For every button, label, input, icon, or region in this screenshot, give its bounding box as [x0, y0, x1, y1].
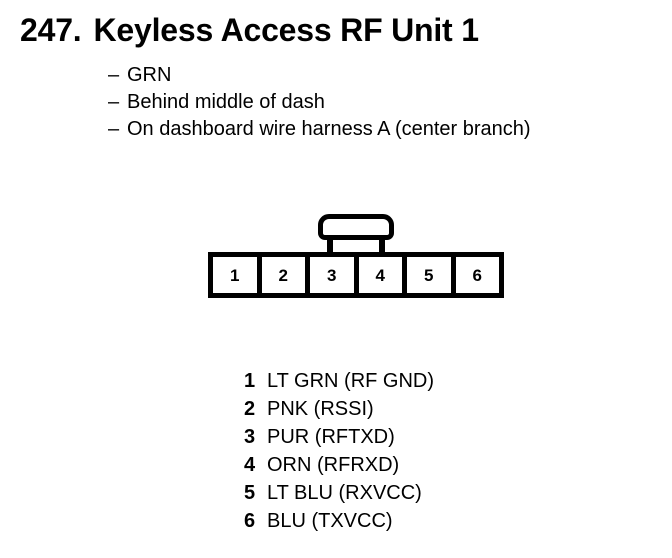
note-item: – Behind middle of dash	[108, 89, 648, 116]
pin-legend-label: PUR (RFTXD)	[267, 426, 395, 448]
pin-legend-label: ORN (RFRXD)	[267, 454, 400, 476]
pin-legend-number: 4	[244, 454, 256, 476]
pin-legend-number: 5	[244, 482, 256, 504]
pin-legend-row: 5 LT BLU (RXVCC)	[244, 479, 434, 507]
pin-legend-row: 2 PNK (RSSI)	[244, 395, 434, 423]
connector-pin-cell: 5	[407, 257, 451, 293]
connector-diagram: 1 2 3 4 5 6	[208, 214, 504, 298]
pin-legend-row: 4 ORN (RFRXD)	[244, 451, 434, 479]
pin-legend-number: 6	[244, 510, 256, 532]
connector-body: 1 2 3 4 5 6	[208, 252, 504, 298]
connector-pin-cell: 2	[261, 257, 305, 293]
pin-legend-row: 6 BLU (TXVCC)	[244, 507, 434, 535]
page-title-number: 247.	[20, 12, 82, 48]
latch-neck-right	[379, 235, 385, 255]
note-item: – On dashboard wire harness A (center br…	[108, 116, 648, 143]
dash-icon: –	[108, 64, 120, 86]
pin-legend-row: 3 PUR (RFTXD)	[244, 423, 434, 451]
connector-pin-cell: 6	[455, 257, 499, 293]
connector-pin-cell: 1	[213, 257, 257, 293]
page-title: 247. Keyless Access RF Unit 1	[20, 11, 479, 49]
pin-legend-row: 1 LT GRN (RF GND)	[244, 367, 434, 395]
pin-legend-label: LT BLU (RXVCC)	[267, 482, 422, 504]
pin-legend-number: 2	[244, 398, 256, 420]
note-text: Behind middle of dash	[127, 91, 325, 113]
pin-legend: 1 LT GRN (RF GND) 2 PNK (RSSI) 3 PUR (RF…	[244, 367, 434, 535]
page-title-text: Keyless Access RF Unit 1	[93, 12, 479, 48]
pin-legend-label: LT GRN (RF GND)	[267, 370, 435, 392]
dash-icon: –	[108, 118, 120, 140]
note-text: On dashboard wire harness A (center bran…	[127, 118, 531, 140]
pin-legend-number: 3	[244, 426, 256, 448]
pin-legend-label: BLU (TXVCC)	[267, 510, 393, 532]
connector-pin-cell: 4	[358, 257, 402, 293]
note-item: – GRN	[108, 62, 648, 89]
note-text: GRN	[127, 64, 172, 86]
notes-list: – GRN – Behind middle of dash – On dashb…	[108, 62, 648, 143]
latch-neck-left	[327, 235, 333, 255]
dash-icon: –	[108, 91, 120, 113]
pin-legend-number: 1	[244, 370, 256, 392]
pin-legend-label: PNK (RSSI)	[267, 398, 374, 420]
connector-latch-icon	[318, 214, 394, 255]
connector-pin-cell: 3	[310, 257, 354, 293]
